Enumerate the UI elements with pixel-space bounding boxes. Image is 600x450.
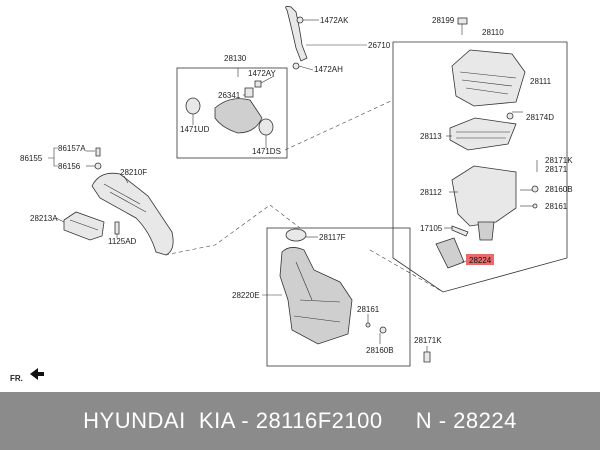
label-86157a: 86157A bbox=[58, 144, 86, 153]
label-28220e: 28220E bbox=[232, 291, 260, 300]
label-28111: 28111 bbox=[530, 77, 552, 86]
label-26710: 26710 bbox=[368, 41, 391, 50]
dashed-link-resonator-to-cleaner bbox=[369, 249, 444, 293]
label-28174d: 28174D bbox=[526, 113, 554, 122]
label-26341: 26341 bbox=[218, 91, 241, 100]
body-outlet-part bbox=[477, 221, 495, 241]
label-28171: 28171 bbox=[545, 165, 568, 174]
label-1472ay: 1472AY bbox=[248, 69, 277, 78]
label-28130: 28130 bbox=[224, 54, 247, 63]
hose-clamp-1472ak bbox=[296, 16, 304, 24]
dashed-link-duct-to-resonator bbox=[164, 204, 301, 256]
intake-hose-28130-part bbox=[214, 98, 263, 134]
grommet-28160b-top-part bbox=[531, 185, 539, 193]
bolt-1125ad-part bbox=[114, 221, 120, 235]
breather-hose-part bbox=[285, 6, 308, 62]
bracket-28213a-part bbox=[63, 211, 105, 241]
air-cleaner-body-28112 bbox=[451, 165, 517, 227]
label-28110: 28110 bbox=[482, 28, 504, 37]
air-cleaner-cover-28111 bbox=[451, 49, 526, 107]
intake-duct-28210f-part bbox=[91, 172, 174, 256]
label-28171k-bottom: 28171K bbox=[414, 336, 442, 345]
label-1472ah: 1472AH bbox=[314, 65, 343, 74]
part-number-text: HYUNDAI KIA - 28116F2100 N - 28224 bbox=[83, 408, 517, 433]
label-17105: 17105 bbox=[420, 224, 443, 233]
label-front: FR. bbox=[10, 374, 23, 383]
label-28199: 28199 bbox=[432, 16, 455, 25]
front-direction-arrow-icon bbox=[30, 368, 44, 380]
sensor-26341-part bbox=[244, 87, 254, 98]
gasket-28117f-part bbox=[285, 228, 307, 242]
label-28224: 28224 bbox=[469, 256, 492, 265]
highlight-28224-box bbox=[466, 254, 494, 265]
clip-86156-part bbox=[94, 162, 102, 170]
dashed-link-hose-to-box bbox=[284, 99, 394, 151]
grommet-28160b-bottom-part bbox=[379, 326, 387, 334]
air-duct-28224-part bbox=[435, 237, 465, 269]
air-cleaner-group-box bbox=[392, 41, 568, 293]
label-1471ud: 1471UD bbox=[180, 125, 210, 134]
bolt-28161-bottom-part bbox=[365, 322, 371, 328]
label-28117f: 28117F bbox=[319, 233, 346, 242]
bolt-86157a-part bbox=[95, 147, 101, 157]
label-28113: 28113 bbox=[420, 132, 442, 141]
hose-clamp-1472ah bbox=[292, 62, 300, 70]
resonator-group-box bbox=[266, 227, 411, 367]
clip-28171k-bottom-part bbox=[423, 351, 431, 363]
clip-28174d-part bbox=[506, 112, 514, 120]
label-28160b-bottom: 28160B bbox=[366, 346, 394, 355]
hose-clamp-1471ud bbox=[185, 97, 201, 115]
label-1472ak: 1472AK bbox=[320, 16, 349, 25]
tag-28199-part bbox=[457, 17, 468, 25]
label-28161-bottom: 28161 bbox=[357, 305, 380, 314]
label-1471ds: 1471DS bbox=[252, 147, 281, 156]
label-28171k-top: 28171K bbox=[545, 156, 573, 165]
hose-clamp-1471ds bbox=[258, 118, 274, 136]
label-86156: 86156 bbox=[58, 162, 81, 171]
label-28161-top: 28161 bbox=[545, 202, 568, 211]
filter-element-28113 bbox=[449, 117, 517, 151]
label-28213a: 28213A bbox=[30, 214, 58, 223]
label-28210f: 28210F bbox=[120, 168, 147, 177]
exploded-parts-diagram: 1472AK 26710 28130 1472AY 1472AH 26341 1… bbox=[10, 6, 573, 383]
resonator-28220e-part bbox=[279, 247, 353, 345]
clip-1472ay-part bbox=[254, 80, 262, 88]
label-86155: 86155 bbox=[20, 154, 43, 163]
label-28160b-top: 28160B bbox=[545, 185, 573, 194]
sensor-hose-group-box bbox=[176, 67, 288, 159]
bolt-28161-top-part bbox=[532, 203, 538, 209]
label-28112: 28112 bbox=[420, 188, 442, 197]
part-number-footer: HYUNDAI KIA - 28116F2100 N - 28224 bbox=[0, 392, 600, 450]
clamp-17105-part bbox=[451, 225, 469, 237]
label-1125ad: 1125AD bbox=[108, 237, 137, 246]
